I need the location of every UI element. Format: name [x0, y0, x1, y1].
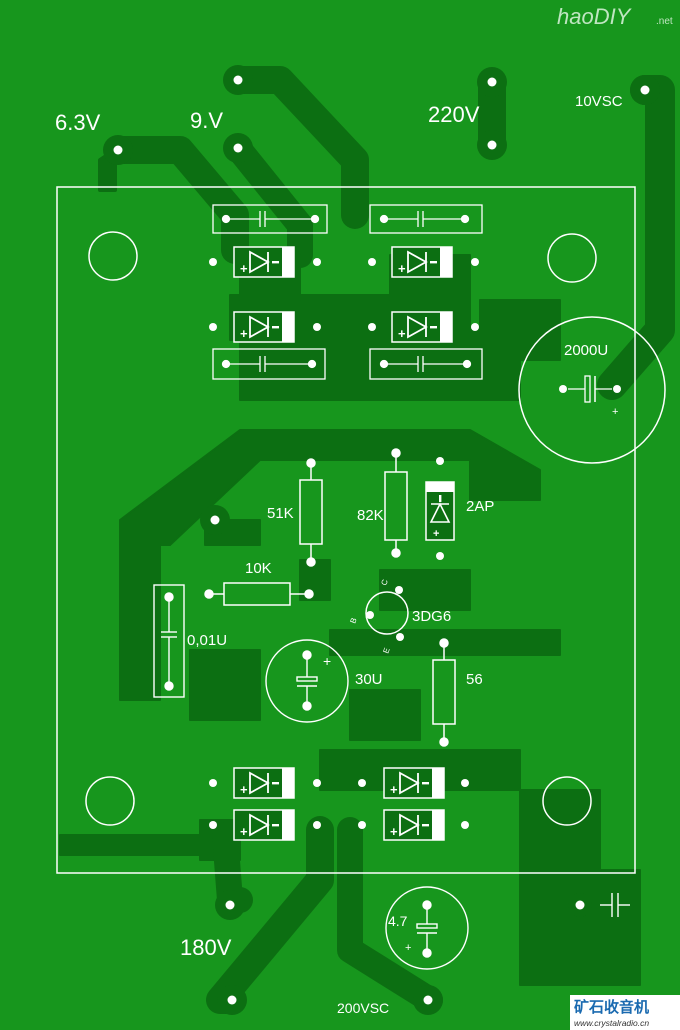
transistor-3dg6 — [365, 586, 409, 641]
resistor-56 — [432, 638, 456, 747]
label-9v: 9.V — [190, 108, 223, 133]
label-10k: 10K — [245, 560, 272, 577]
label-6-3v: 6.3V — [55, 110, 101, 135]
capacitor-top-right — [369, 204, 483, 234]
label-3dg6: 3DG6 — [412, 608, 451, 625]
mounting-hole — [85, 776, 135, 826]
plus-sign-30u: + — [323, 653, 331, 669]
svg-text:+: + — [390, 824, 398, 839]
label-2000u: 2000U — [564, 342, 608, 359]
resistor-82k — [384, 448, 408, 558]
label-82k: 82K — [357, 507, 384, 524]
svg-text:+: + — [240, 782, 248, 797]
logo-url: www.crystalradio.cn — [574, 1018, 649, 1028]
board-outline — [56, 186, 636, 874]
mounting-hole — [547, 233, 597, 283]
watermark-site: haoDIY — [557, 4, 632, 29]
label-220v: 220V — [428, 102, 480, 127]
copper-traces — [59, 66, 675, 1014]
svg-text:+: + — [398, 261, 406, 276]
svg-text:+: + — [433, 528, 439, 540]
plus-sign-2000u: + — [612, 406, 618, 418]
svg-text:+: + — [240, 824, 248, 839]
capacitor-mid-right — [369, 348, 483, 380]
mounting-hole — [542, 776, 592, 826]
logo-title: 矿石收音机 — [574, 998, 649, 1016]
filter-capacitors — [212, 204, 483, 380]
diode-2ap: + — [425, 457, 455, 560]
io-pads — [103, 65, 660, 1015]
capacitor-symbol-offboard — [600, 893, 630, 917]
capacitor-2000u — [518, 316, 666, 464]
pin-label-c: C — [379, 578, 390, 587]
label-2ap: 2AP — [466, 498, 494, 515]
svg-text:+: + — [240, 261, 248, 276]
svg-text:+: + — [398, 326, 406, 341]
capacitor-30u — [265, 639, 349, 723]
diode: + — [233, 809, 295, 841]
resistor-10k — [204, 582, 314, 606]
resistors — [204, 448, 456, 747]
svg-text:+: + — [240, 326, 248, 341]
diode: + — [391, 246, 453, 278]
label-001u: 0,01U — [187, 632, 227, 649]
label-180v: 180V — [180, 935, 232, 960]
plus-sign-4-7: + — [405, 942, 411, 954]
pin-label-b: B — [348, 617, 358, 625]
diode: + — [233, 246, 295, 278]
label-51k: 51K — [267, 505, 294, 522]
diode: + — [233, 767, 295, 799]
label-56: 56 — [466, 671, 483, 688]
mounting-holes — [85, 231, 597, 826]
label-200vsc: 200VSC — [337, 1000, 389, 1016]
capacitor-001u — [153, 584, 185, 698]
capacitor-mid-left — [212, 348, 326, 380]
mounting-hole — [88, 231, 138, 281]
capacitor-4-7 — [385, 886, 469, 970]
diode-pads — [209, 258, 479, 829]
svg-text:+: + — [390, 782, 398, 797]
label-30u: 30U — [355, 671, 383, 688]
diode: + — [383, 767, 445, 799]
capacitor-top-left — [212, 204, 328, 234]
label-10vsc: 10VSC — [575, 93, 623, 110]
pin-label-e: E — [381, 647, 391, 655]
diode: + — [391, 311, 453, 343]
logo-crystalradio: 矿石收音机 www.crystalradio.cn — [570, 995, 680, 1030]
rectifier-diodes: + + + + + — [233, 246, 453, 841]
watermark-suffix: .net — [656, 16, 673, 27]
diode: + — [383, 809, 445, 841]
diode: + — [233, 311, 295, 343]
watermark: haoDIY .net — [557, 4, 673, 29]
resistor-51k — [299, 458, 323, 567]
label-4-7: 4.7 — [388, 913, 408, 929]
